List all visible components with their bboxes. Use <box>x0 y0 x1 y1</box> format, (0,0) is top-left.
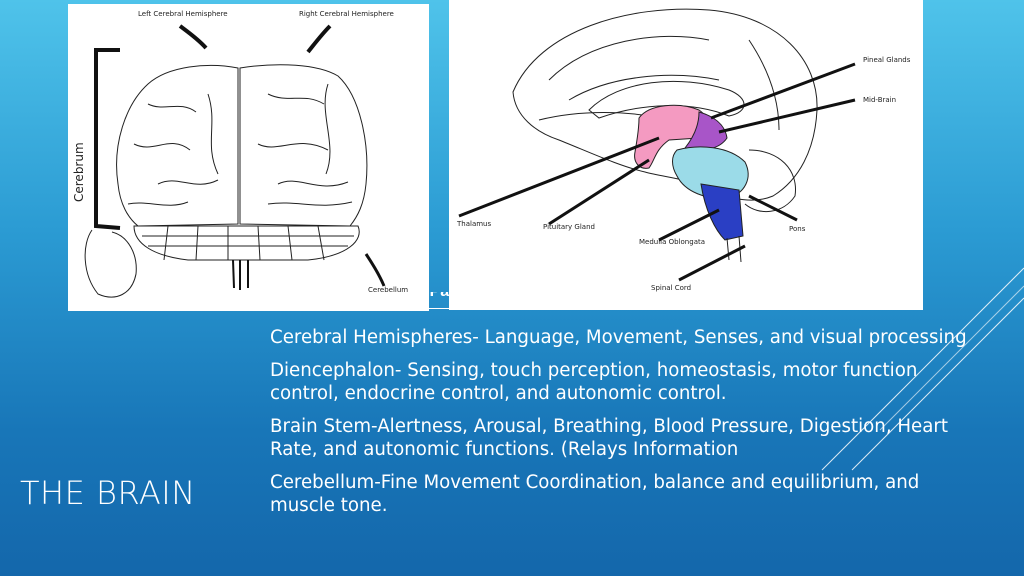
region-medulla <box>700 183 744 241</box>
label-medulla: Medulla Oblongata <box>639 238 706 246</box>
bullet-brain-stem: Brain Stem-Alertness, Arousal, Breathing… <box>270 416 948 460</box>
label-left-hemisphere: Left Cerebral Hemisphere <box>138 10 228 18</box>
bullet-diencephalon: Diencephalon- Sensing, touch perception,… <box>270 360 918 404</box>
brain-sagittal-diagram: Pineal Glands Mid-Brain Thalamus Pituita… <box>449 0 923 310</box>
label-midbrain: Mid-Brain <box>863 96 897 104</box>
brain-top-view-diagram: Left Cerebral Hemisphere Right Cerebral … <box>68 4 429 311</box>
bullet-list: Cerebral Hemispheres- Language, Movement… <box>270 326 990 527</box>
region-thalamus <box>634 104 709 169</box>
bullet-cerebellum: Cerebellum-Fine Movement Coordination, b… <box>270 472 920 516</box>
brain-sagittal-drawing <box>458 8 856 282</box>
brain-top-view-drawing <box>84 24 386 298</box>
label-right-hemisphere: Right Cerebral Hemisphere <box>299 10 394 18</box>
label-cerebellum: Cerebellum <box>368 286 409 294</box>
slide-title: THE BRAIN <box>20 474 196 512</box>
label-pineal: Pineal Glands <box>863 56 911 64</box>
label-pituitary: Pituitary Gland <box>543 223 595 231</box>
label-cerebrum: Cerebrum <box>72 142 86 202</box>
bullet-cerebral-hemispheres: Cerebral Hemispheres- Language, Movement… <box>270 327 967 348</box>
label-spinal-cord: Spinal Cord <box>651 284 692 292</box>
label-pons: Pons <box>789 225 806 233</box>
label-thalamus: Thalamus <box>457 220 492 228</box>
